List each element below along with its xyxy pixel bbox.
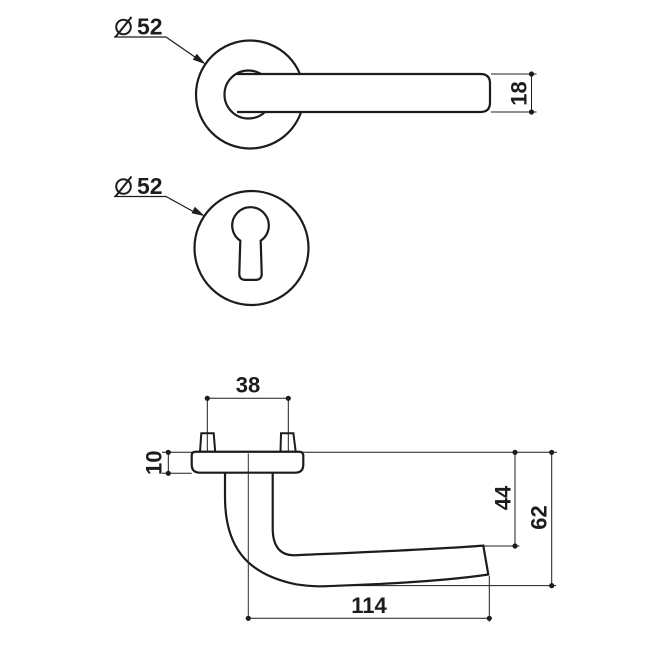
escutcheon-circle: [193, 189, 310, 307]
endpoint-dot: [165, 470, 171, 476]
endpoint-dot: [204, 395, 210, 401]
dimension-text: 10: [142, 451, 167, 475]
endpoint-dot: [549, 449, 555, 455]
rosette-plate-side: [190, 450, 305, 474]
diameter-symbol-icon: [114, 175, 133, 198]
diameter-value: 52: [137, 14, 163, 40]
endpoint-dot: [245, 615, 251, 621]
endpoint-dot: [512, 543, 518, 549]
leader-line: [114, 36, 197, 59]
lever-bar: [237, 72, 492, 114]
dim-plate-thickness: 10: [142, 449, 192, 476]
diameter-symbol-icon: [114, 16, 133, 38]
dimension-text: 114: [351, 593, 387, 618]
dimension-text: 62: [527, 505, 552, 529]
leader-arrowhead: [191, 206, 205, 217]
diameter-label: 52: [114, 173, 163, 199]
endpoint-dot: [528, 109, 535, 115]
dimension-text: 18: [507, 81, 532, 105]
endpoint-dot: [285, 395, 291, 401]
handle-front-view: 52 18: [114, 14, 537, 150]
dim-lever-length: 114: [245, 576, 492, 622]
euro-keyhole: [231, 206, 270, 281]
dim-total-projection: 62: [338, 449, 556, 589]
dim-screw-spacing: 38: [204, 373, 291, 452]
endpoint-dot: [528, 71, 535, 77]
leader-arrowhead: [192, 53, 206, 65]
dim-grip-offset: 44: [483, 449, 520, 549]
escutcheon-front-view: 52: [114, 173, 310, 307]
handle-side-view: 38 10 44 62: [142, 373, 557, 622]
endpoint-dot: [549, 583, 555, 589]
dim-lever-width: 18: [491, 71, 537, 115]
leader-line: [114, 195, 196, 214]
handle-profile: [223, 473, 490, 588]
dimension-text: 44: [491, 485, 516, 510]
dimension-text: 38: [236, 373, 260, 398]
diameter-value: 52: [137, 173, 163, 199]
endpoint-dot: [486, 615, 492, 621]
diameter-label: 52: [114, 14, 163, 40]
endpoint-dot: [165, 449, 171, 455]
endpoint-dot: [512, 449, 518, 455]
